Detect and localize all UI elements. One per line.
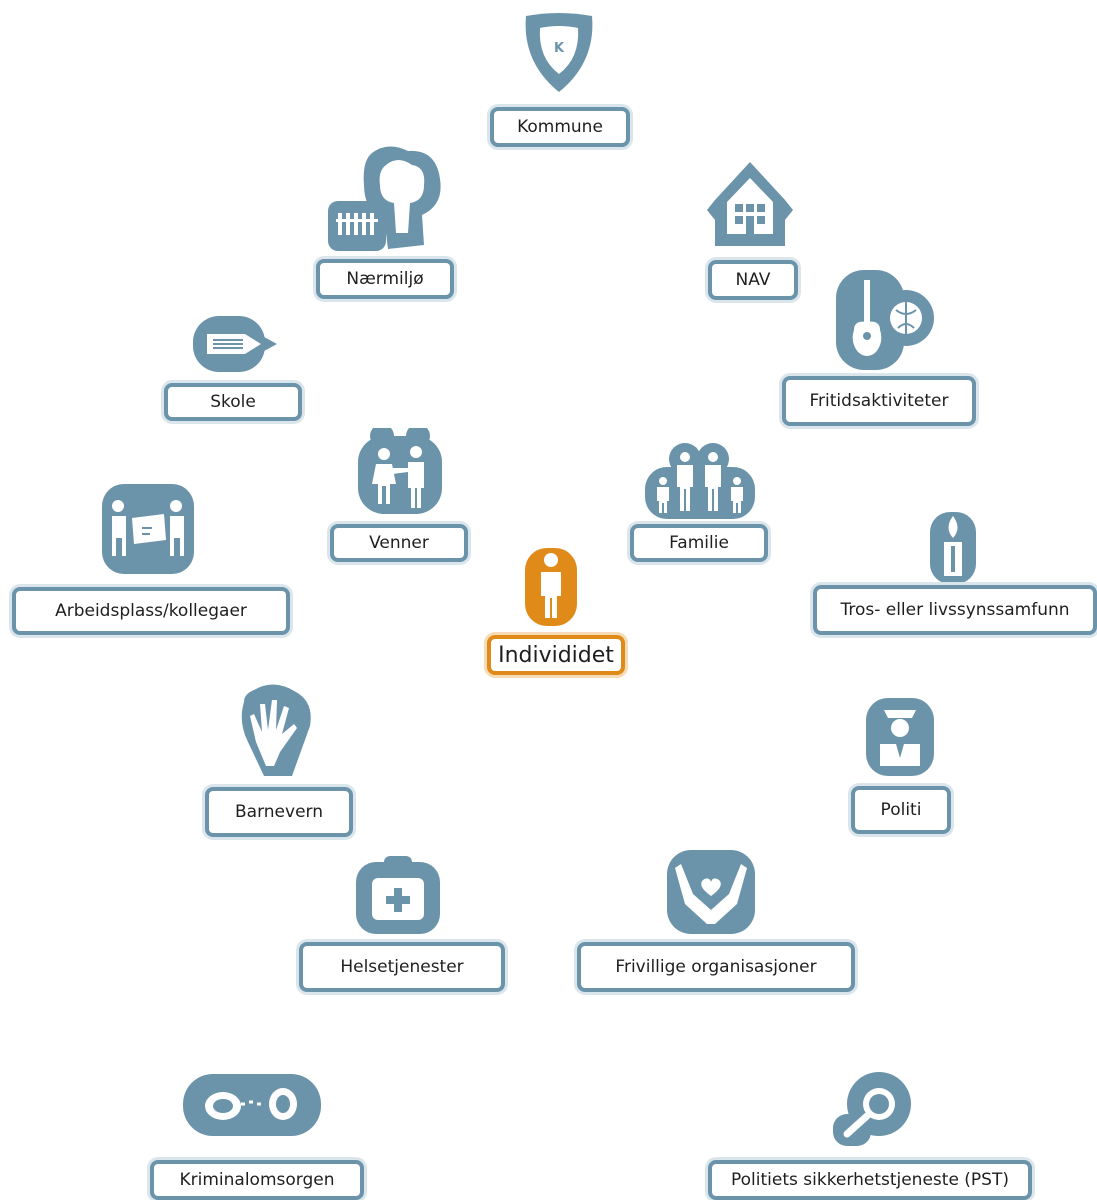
colleagues-icon bbox=[102, 484, 194, 574]
barnevern-label: Barnevern bbox=[205, 787, 353, 837]
helse-label: Helsetjenester bbox=[299, 942, 505, 992]
hands-icon bbox=[241, 684, 311, 776]
pst-label: Politiets sikkerhetstjeneste (PST) bbox=[708, 1160, 1032, 1200]
caring-hands-icon bbox=[667, 850, 755, 934]
shield-k-icon: K bbox=[525, 13, 593, 92]
kommune-label: Kommune bbox=[490, 107, 630, 147]
svg-text:K: K bbox=[554, 41, 565, 56]
house-icon bbox=[707, 162, 793, 246]
tros-label: Tros- eller livssynssamfunn bbox=[813, 585, 1097, 635]
arbeid-label: Arbeidsplass/kollegaer bbox=[12, 587, 290, 635]
skole-label: Skole bbox=[164, 383, 302, 421]
family-icon bbox=[645, 443, 755, 519]
magnifier-icon bbox=[833, 1072, 911, 1146]
venner-label: Venner bbox=[330, 524, 468, 562]
naermiljo-label: Nærmiljø bbox=[316, 259, 454, 299]
nav-label: NAV bbox=[708, 260, 798, 300]
frivillige-label: Frivillige organisasjoner bbox=[577, 942, 855, 992]
friends-icon bbox=[358, 428, 442, 514]
candle-icon bbox=[930, 512, 976, 584]
fritid-label: Fritidsaktiviteter bbox=[782, 376, 976, 426]
first-aid-kit-icon bbox=[356, 856, 440, 934]
handcuffs-icon bbox=[183, 1074, 321, 1136]
tree-fence-icon bbox=[328, 146, 441, 251]
individet-label: Individidet bbox=[487, 635, 625, 675]
politi-label: Politi bbox=[851, 786, 951, 834]
familie-label: Familie bbox=[630, 524, 768, 562]
krim-label: Kriminalomsorgen bbox=[150, 1160, 364, 1200]
pencil-icon bbox=[193, 316, 277, 372]
police-officer-icon bbox=[866, 698, 934, 776]
guitar-ball-icon bbox=[836, 270, 934, 370]
person-icon bbox=[525, 548, 577, 626]
